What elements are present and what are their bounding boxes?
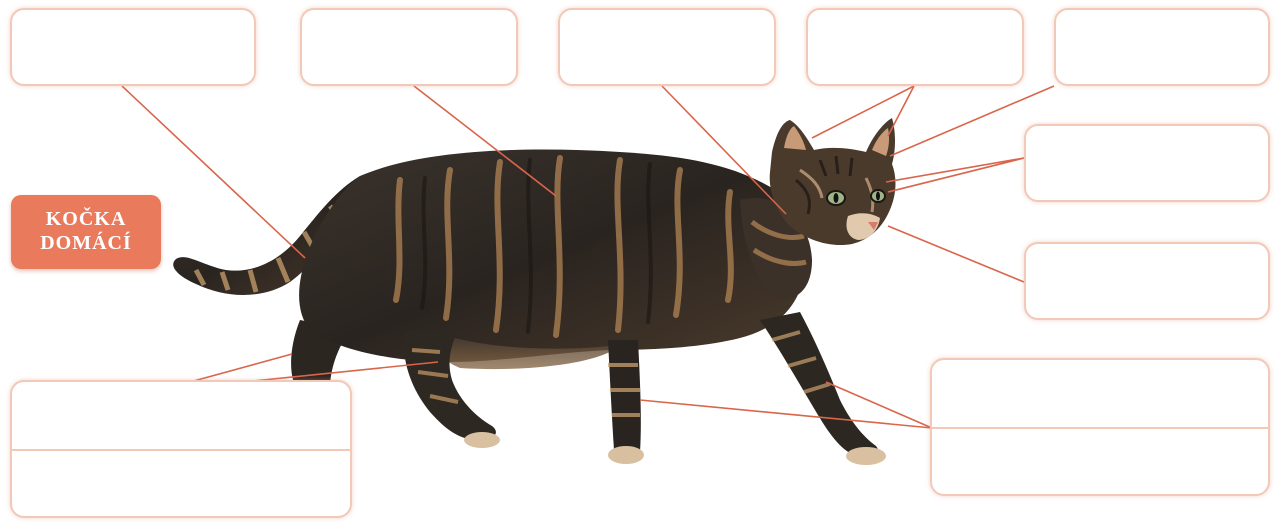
leader-line-front-1 [640,400,932,428]
label-box-front-legs[interactable] [930,358,1270,496]
label-box-eyes[interactable] [1024,124,1270,202]
leader-line-hind-1 [190,354,292,382]
label-box-hind-legs[interactable] [10,380,352,518]
label-box-fur[interactable] [300,8,518,86]
label-box-ears[interactable] [806,8,1024,86]
title-badge: KOČKA DOMÁCÍ [11,195,161,269]
title-badge-line2: DOMÁCÍ [11,231,161,255]
label-box-whiskers[interactable] [558,8,776,86]
label-box-divider [12,449,350,451]
label-box-nose[interactable] [1024,242,1270,320]
label-box-divider [932,427,1268,429]
cat-front-leg-back [608,340,641,452]
leader-line-ears-1 [812,86,914,138]
title-badge-line1: KOČKA [11,207,161,231]
label-box-ear-tip[interactable] [1054,8,1270,86]
leader-line-eyes-1 [886,158,1024,182]
leader-line-eyes-2 [888,158,1024,192]
label-box-tail[interactable] [10,8,256,86]
leader-line-nose [888,226,1024,282]
